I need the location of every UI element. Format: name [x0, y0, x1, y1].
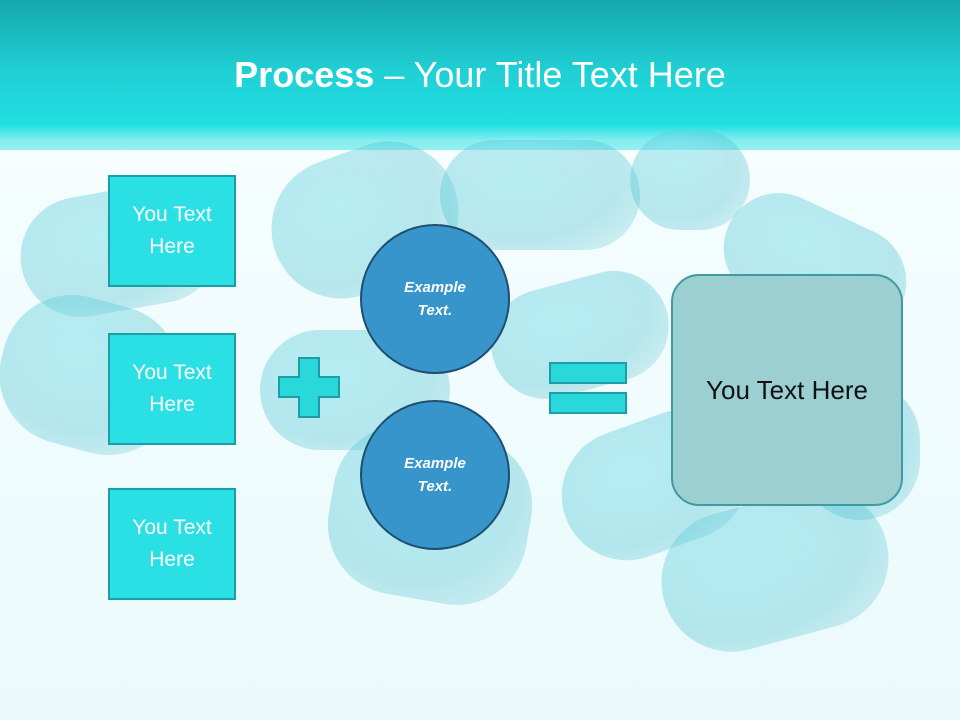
- text-box-2[interactable]: You Text Here: [108, 333, 236, 445]
- text-box-1[interactable]: You Text Here: [108, 175, 236, 287]
- example-circle-1[interactable]: Example Text.: [360, 224, 510, 374]
- header-band: [0, 0, 960, 150]
- text-box-label: You Text Here: [132, 361, 212, 416]
- example-circle-2[interactable]: Example Text.: [360, 400, 510, 550]
- circle-label: Example Text.: [404, 455, 466, 495]
- slide-title: Process – Your Title Text Here: [0, 52, 960, 98]
- circle-label: Example Text.: [404, 279, 466, 319]
- title-rest: – Your Title Text Here: [374, 54, 726, 95]
- result-box[interactable]: You Text Here: [671, 274, 903, 506]
- text-box-label: You Text Here: [132, 203, 212, 258]
- text-box-label: You Text Here: [132, 516, 212, 571]
- text-box-3[interactable]: You Text Here: [108, 488, 236, 600]
- title-bold: Process: [234, 54, 375, 95]
- result-label: You Text Here: [706, 374, 868, 405]
